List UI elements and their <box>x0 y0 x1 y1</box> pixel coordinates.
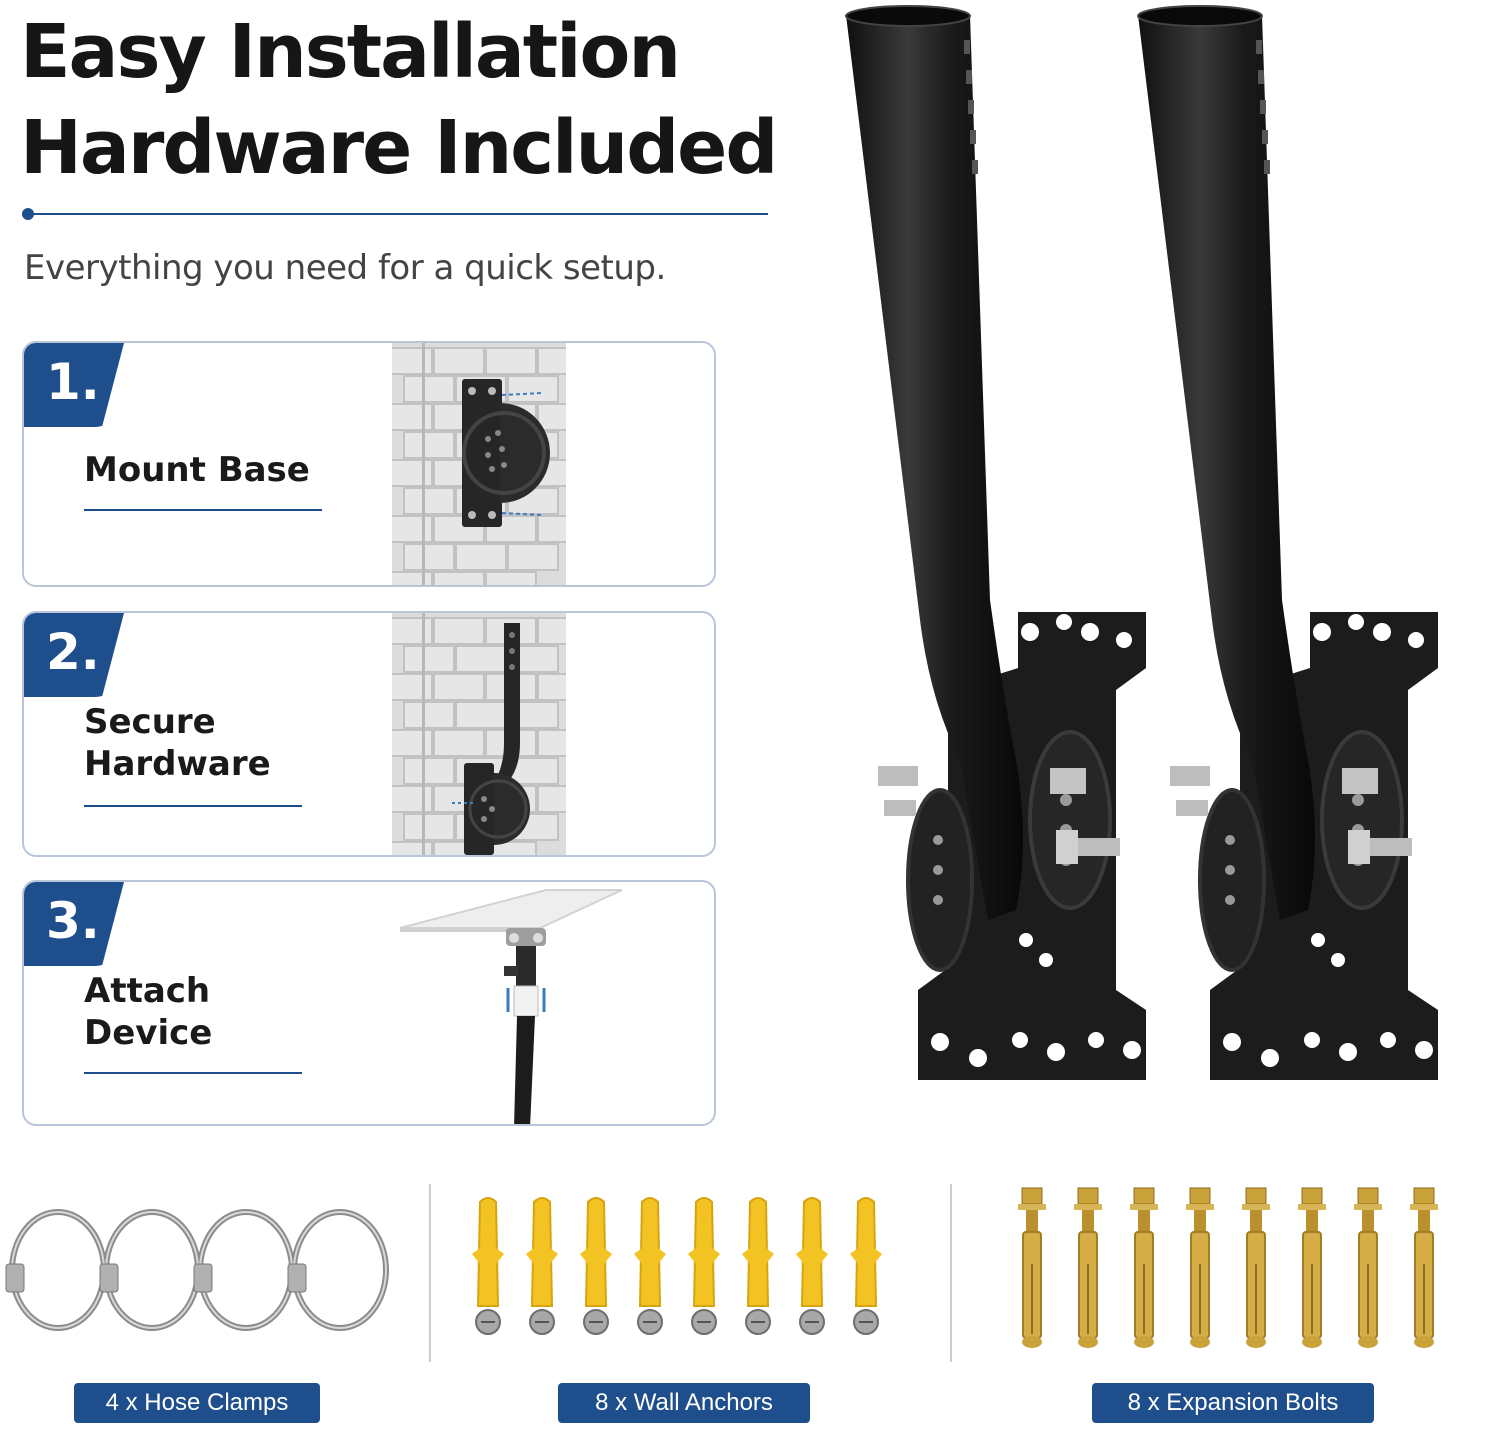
subtitle: Everything you need for a quick setup. <box>24 248 666 288</box>
step-rule-2 <box>84 805 302 807</box>
wall-anchor-icon <box>472 1197 883 1335</box>
step-number-2: 2. <box>46 623 100 681</box>
step-badge-1: 1. <box>24 343 124 427</box>
page-title: Easy Installation Hardware Included <box>20 4 778 196</box>
title-line-1: Easy Installation <box>20 9 681 95</box>
step-label-1: Mount Base <box>84 450 310 490</box>
step-label-3: Attach Device <box>84 971 213 1053</box>
mount-bracket-left <box>845 5 1146 1080</box>
wall-anchors-label: 8 x Wall Anchors <box>558 1383 810 1423</box>
rule-line <box>32 213 768 215</box>
title-line-2: Hardware Included <box>20 105 778 191</box>
expansion-bolt-icon <box>1018 1187 1439 1349</box>
step-badge-3: 3. <box>24 882 124 966</box>
title-rule <box>22 208 768 220</box>
hardware-divider-2 <box>950 1184 952 1362</box>
step-card-3: 3. Attach Device <box>22 880 716 1126</box>
mount-product-image <box>845 5 1438 1080</box>
hardware-divider-1 <box>429 1184 431 1362</box>
hose-clamps-label: 4 x Hose Clamps <box>74 1383 320 1423</box>
pole-mount-illustration <box>392 613 566 855</box>
step-number-1: 1. <box>46 353 100 411</box>
hose-clamp-icon <box>5 1209 389 1331</box>
step-number-3: 3. <box>46 892 100 950</box>
step-badge-2: 2. <box>24 613 124 697</box>
step-label-2: Secure Hardware <box>84 702 271 784</box>
wall-mount-illustration <box>392 343 566 585</box>
step-card-1: 1. Mount Base <box>22 341 716 587</box>
expansion-bolts-label: 8 x Expansion Bolts <box>1092 1383 1374 1423</box>
dish-attach-illustration <box>399 889 623 1124</box>
step-rule-3 <box>84 1072 302 1074</box>
rule-dot <box>22 208 34 220</box>
step-card-2: 2. Secure Hardware <box>22 611 716 857</box>
mount-bracket-right <box>1137 5 1438 1080</box>
step-rule-1 <box>84 509 322 511</box>
